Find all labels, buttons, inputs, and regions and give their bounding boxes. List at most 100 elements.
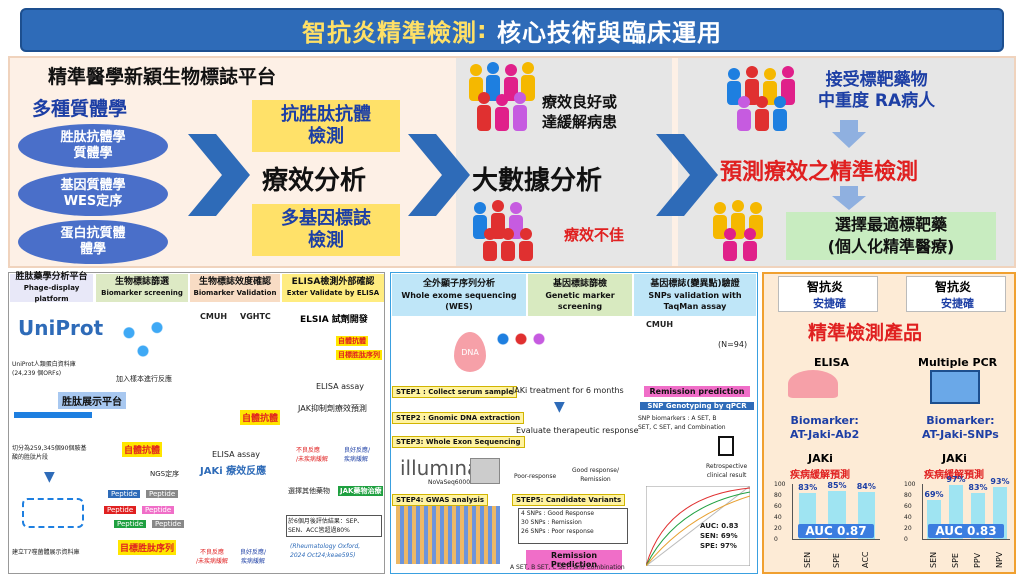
peptide-tag: Peptide <box>152 520 185 528</box>
wes-patients-icon <box>494 330 554 360</box>
select-drug-box: 選擇最適標靶藥 (個人化精準醫療) <box>786 212 996 260</box>
bar-value-label: 83% <box>968 482 988 492</box>
title-main: 智抗炎精準檢測 <box>302 18 478 47</box>
peptide-tag: Peptide <box>114 520 147 528</box>
snp-count-2: 30 SNPs : Remission <box>521 519 582 526</box>
citation-label: (Rheumatology Oxford, 2024 Oct24;keae595… <box>290 543 361 559</box>
tick: 60 <box>774 503 782 510</box>
brand-card-right: 智抗炎 安捷確 <box>906 276 1006 312</box>
auc-right: AUC 0.83 <box>928 524 1004 538</box>
chevron-right-icon <box>408 134 470 216</box>
head-en: Whole exome sequencing (WES) <box>401 290 517 311</box>
vghtc-label: VGHTC <box>240 312 271 321</box>
patients-poor-icon <box>473 200 533 261</box>
snp-count-box: 4 SNPs : Good Response 30 SNPs : Remissi… <box>518 508 628 544</box>
head-cn: 生物標誌效度確認 <box>198 277 271 287</box>
snp-kit-icon <box>930 370 980 404</box>
peptide-tag: Peptide <box>146 490 179 498</box>
left-biomarker: Biomarker: AT-Jaki-Ab2 <box>790 414 860 441</box>
tick: 40 <box>774 514 782 521</box>
peptide-head-4: ELISA檢測外部確認 Exter Validate by ELISA <box>282 274 384 302</box>
tick: 0 <box>774 536 778 543</box>
multi-omics-label: 多種質體學 <box>32 98 128 120</box>
efficacy-analysis: 療效分析 <box>262 166 367 196</box>
elisa-assay-label: ELISA assay <box>212 450 260 459</box>
document-icon <box>718 436 734 456</box>
result-box: 於6個月後評估結果：SEP、 SEN、ACC皆超過80% <box>286 515 382 537</box>
jaki-response-label: JAKi 療效反應 <box>200 466 267 477</box>
patients-good-icon <box>469 62 535 131</box>
remission-pred-snp: Remission prediction <box>644 386 750 397</box>
category-label: ACC <box>861 551 871 568</box>
peptide-tag: Peptide <box>142 506 175 514</box>
uniprot-desc: UniProt人類蛋白資料庫 (24,239 個ORFs) <box>12 361 76 377</box>
cmuh-label: CMUH <box>200 312 228 321</box>
tick: 0 <box>904 536 908 543</box>
bubble-protein: 蛋白抗質體 體學 <box>18 220 168 264</box>
head-cn: 基因標誌(變異點)驗證 <box>650 278 740 289</box>
good-caption: 良好反應/ 疾病緩解 <box>344 447 371 463</box>
bar-value-label: 84% <box>856 481 876 491</box>
ngs-label: NGS定序 <box>150 470 180 478</box>
snp-count-1: 4 SNPs : Good Response <box>521 510 595 517</box>
snp-cmuh: CMUH <box>646 320 674 329</box>
novaseq-label: NoVaSeq6000 <box>428 479 471 486</box>
illumina-logo: illumına <box>400 456 480 480</box>
category-label: PPV <box>973 552 982 568</box>
jak-predict-label: JAK抑制劑療效預測 <box>298 404 367 413</box>
auc-left: AUC 0.87 <box>798 524 874 538</box>
elisa-kit-icon <box>788 370 838 398</box>
elisa-dev-label: ELSIA 試劑開發 <box>300 315 368 325</box>
cut-desc: 切分為259,345個90個胺基 酸的胜肽片段 <box>12 445 87 461</box>
tick: 100 <box>904 481 916 488</box>
snp-n: (N=94) <box>718 340 748 349</box>
poor-response-label: 療效不佳 <box>564 226 625 244</box>
right-predict: 疾病緩解預測 <box>924 470 984 481</box>
platform-title: 精準醫學新穎生物標誌平台 <box>48 66 277 88</box>
patients-target-icon <box>727 66 795 131</box>
brand-sub: 安捷確 <box>813 297 846 310</box>
roc-auc: AUC: 0.83 <box>700 522 739 530</box>
chart-left-cats: SEN SPE ACC <box>792 542 880 570</box>
head-en: Biomarker Validation <box>193 289 277 297</box>
target-peptide-label: 目標胜肽序列 <box>118 540 177 555</box>
build-desc: 建立T7噬菌體展示資料庫 <box>12 549 80 556</box>
tick: 60 <box>904 503 912 510</box>
big-data-label: 大數據分析 <box>472 166 603 196</box>
category-label: NPV <box>995 551 1004 568</box>
dna-label: DNA <box>461 347 479 357</box>
head-cn: ELISA檢測外部確認 <box>291 277 375 287</box>
predict-label: 預測療效之精準檢測 <box>720 160 919 185</box>
left-jaki: JAKi <box>808 452 833 465</box>
head-en: Biomarker screening <box>101 289 183 297</box>
bar-value-label: 93% <box>990 476 1010 486</box>
choose-other-label: 選擇其他藥物 <box>288 487 330 495</box>
arrow-down-icon: ▼ <box>44 469 55 485</box>
chart-right-ticks: 100 80 60 40 20 0 <box>904 481 920 543</box>
segment-bar <box>14 412 92 418</box>
bar-value-label: 69% <box>924 490 944 500</box>
target-patients-label: 接受標靶藥物 中重度 RA病人 <box>818 70 936 111</box>
roc-spe: SPE: 97% <box>700 542 737 550</box>
chevron-right-icon <box>188 134 250 216</box>
peptide-tags: Peptide Peptide Peptide Peptide Peptide … <box>104 490 186 546</box>
category-label: SEN <box>802 551 812 568</box>
auto-antibody-label: 自體抗體 <box>122 442 163 457</box>
tick: 20 <box>774 525 782 532</box>
products-title: 精準檢測產品 <box>808 322 923 344</box>
roc-curve <box>646 486 750 566</box>
bar-value-label: 83% <box>798 482 818 492</box>
head-en: Exter Validate by ELISA <box>286 289 380 297</box>
remission-pred-wes: Remission Prediction <box>526 550 622 570</box>
category-label: SPE <box>832 553 841 568</box>
arrow-down-icon: ▼ <box>554 399 565 415</box>
phage-icon <box>22 498 84 528</box>
jak-treat-label: JAK藥物治療 <box>338 486 384 496</box>
bubble-genome: 基因質體學 WES定序 <box>18 172 168 216</box>
roc-sen: SEN: 69% <box>700 532 738 540</box>
head-cn: 胜肽藥學分析平台 <box>15 271 88 282</box>
peptide-tag: Peptide <box>108 490 141 498</box>
